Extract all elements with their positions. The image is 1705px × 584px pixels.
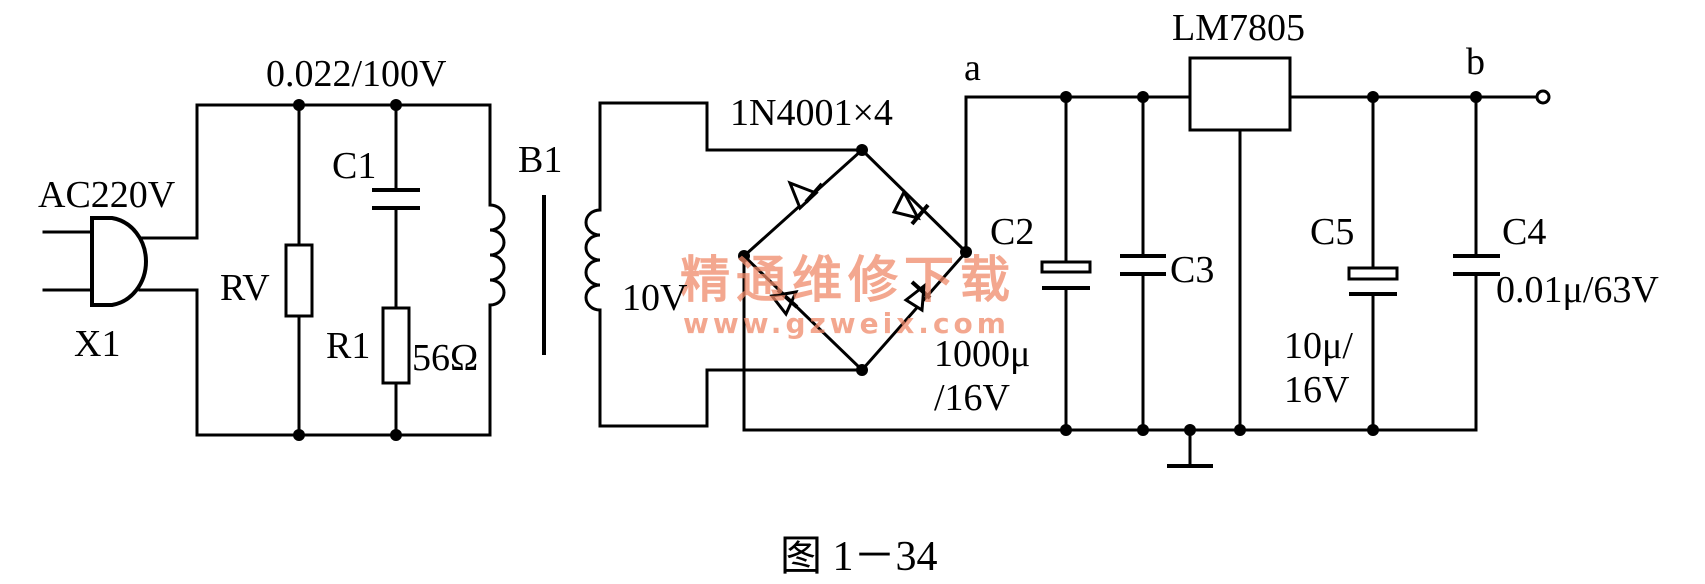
label-bridge: 1N4001×4 [730, 92, 893, 134]
varistor-rv [284, 243, 314, 318]
regulator-lm7805 [1188, 56, 1292, 132]
diode-3 [769, 288, 799, 317]
resistor-r1 [381, 306, 411, 385]
label-10v: 10V [622, 277, 688, 319]
bridge-rectifier [741, 147, 1082, 432]
label-node-b: b [1466, 41, 1485, 83]
label-r1-value: 56Ω [412, 337, 478, 379]
label-c1-value: 0.022/100V [266, 53, 447, 95]
capacitor-c1 [372, 188, 420, 210]
label-ac220v: AC220V [38, 174, 176, 216]
figure-caption: 图 1－34 [780, 534, 938, 580]
label-c5-value-1: 10μ/ [1284, 325, 1353, 367]
label-c5: C5 [1310, 211, 1354, 253]
label-r1: R1 [326, 325, 370, 367]
diode-1 [787, 180, 824, 211]
diode-2 [891, 188, 930, 226]
output-wiring [964, 95, 1539, 468]
label-c2: C2 [990, 211, 1034, 253]
watermark-url: www.gzweix.com [683, 307, 1010, 340]
label-c2-value-2: /16V [934, 377, 1011, 419]
plug-x1 [42, 216, 199, 307]
label-rv: RV [220, 267, 270, 309]
label-b1: B1 [518, 139, 562, 181]
primary-coil [488, 203, 506, 307]
label-c5-value-2: 16V [1284, 369, 1350, 411]
junction-dots [293, 91, 1482, 441]
secondary-coil [584, 101, 864, 428]
diode-4 [903, 280, 932, 313]
watermark-text: 精通维修下载 [680, 251, 1016, 309]
capacitor-c5 [1347, 266, 1399, 296]
label-c3: C3 [1170, 249, 1214, 291]
label-c4: C4 [1502, 211, 1546, 253]
label-regulator: LM7805 [1172, 7, 1305, 49]
label-c2-value-1: 1000μ [934, 333, 1030, 375]
label-node-a: a [964, 47, 981, 89]
label-c1: C1 [332, 145, 376, 187]
output-terminal [1535, 89, 1551, 105]
capacitor-c2 [1040, 260, 1092, 290]
label-c4-value: 0.01μ/63V [1496, 269, 1659, 311]
capacitor-c4 [1453, 254, 1500, 276]
capacitor-c3 [1120, 254, 1166, 276]
label-x1: X1 [74, 323, 120, 365]
